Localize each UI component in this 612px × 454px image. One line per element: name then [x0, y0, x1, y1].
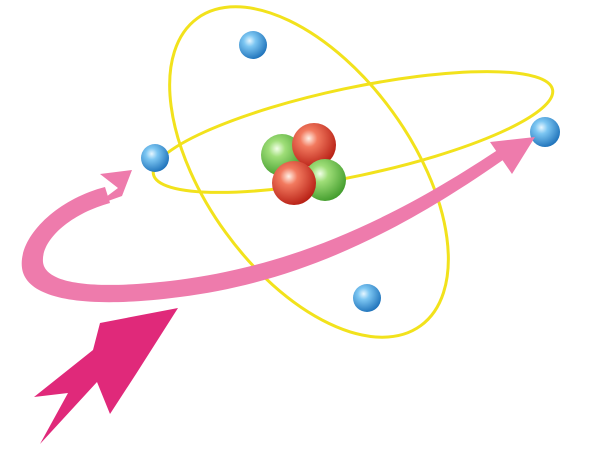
nucleus: [261, 123, 346, 205]
electron: [353, 284, 381, 312]
orbit-arrow-head-upper: [94, 170, 132, 206]
orbit-arrow-band: [21, 145, 510, 303]
proton: [272, 161, 316, 205]
electrons: [141, 31, 560, 312]
orbit-arrow: [21, 137, 535, 303]
orbit-arrow-head-right: [490, 137, 535, 174]
orbit-tilted-shallow: [151, 70, 555, 194]
orbit-tilted-steep: [168, 5, 450, 339]
pointer-arrow: [34, 308, 178, 444]
electron: [239, 31, 267, 59]
electron: [141, 144, 169, 172]
proton: [292, 123, 336, 167]
electron: [530, 117, 560, 147]
orbit-group: [151, 5, 555, 339]
